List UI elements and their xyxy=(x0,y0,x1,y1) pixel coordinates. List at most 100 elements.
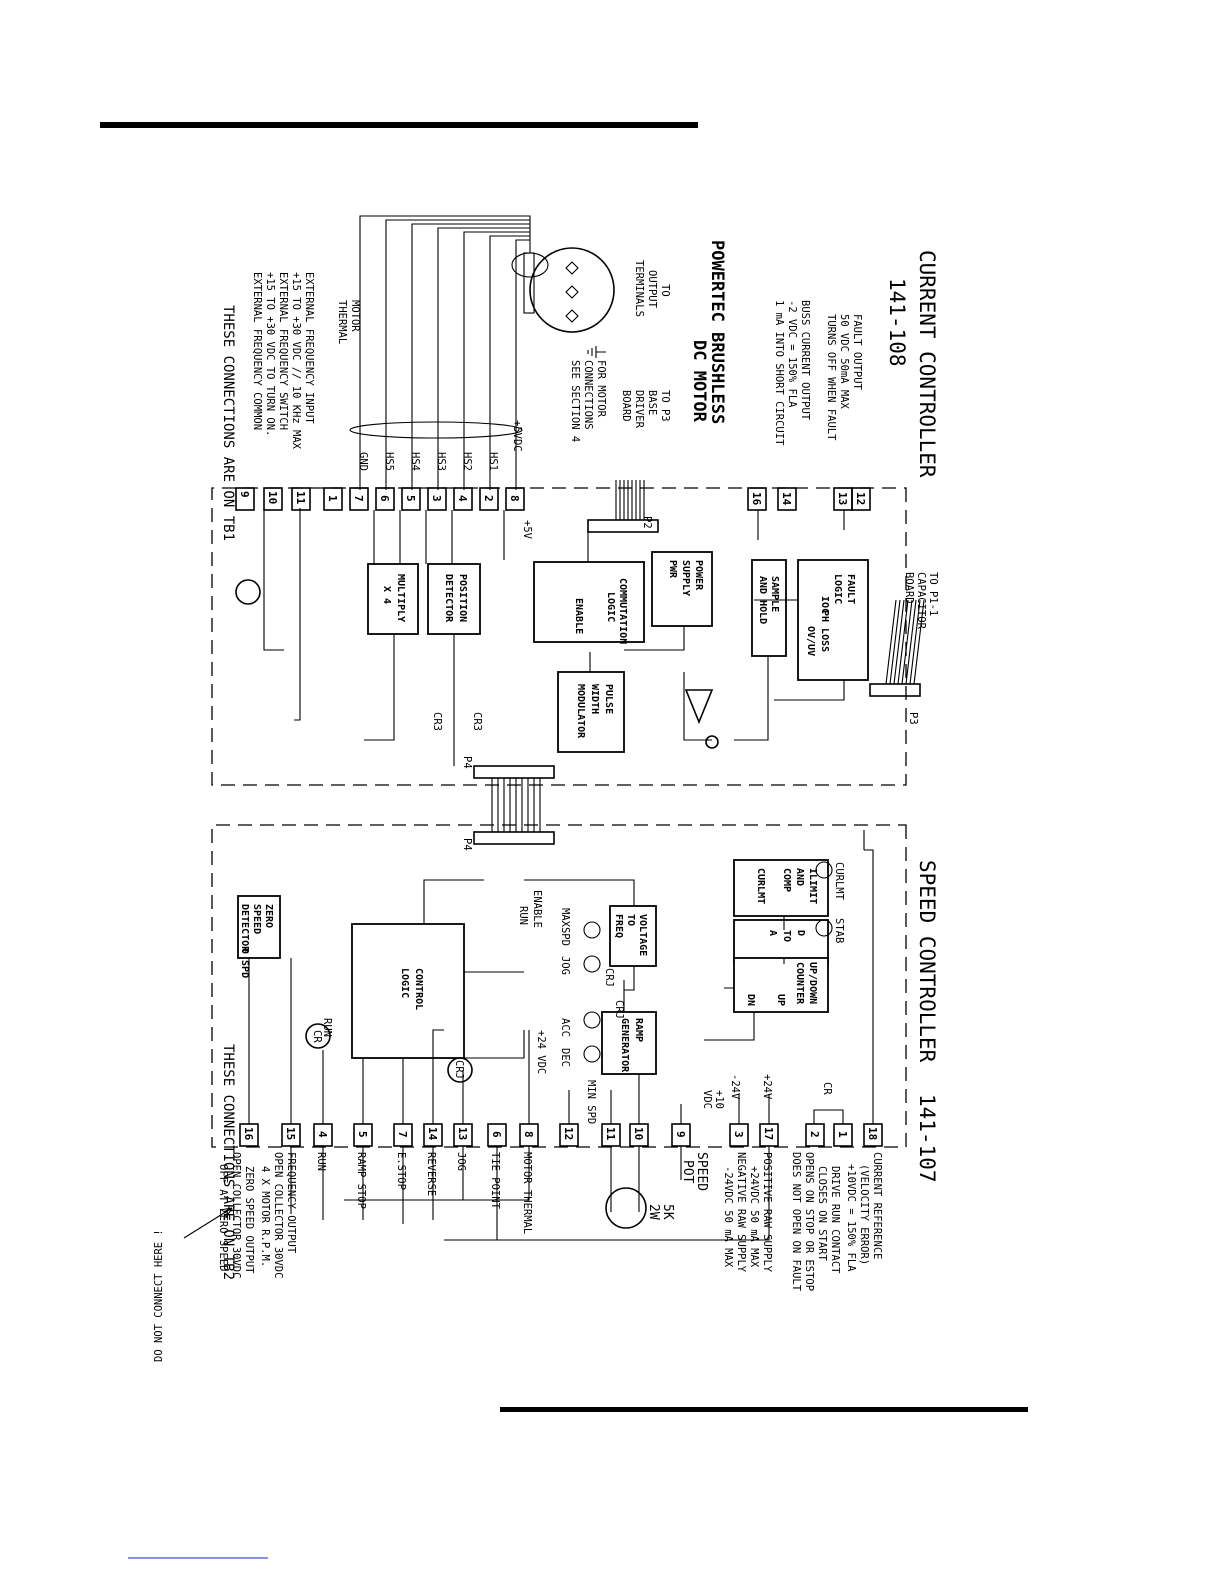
power-supply-l3: PWR xyxy=(667,560,678,579)
fault-output-line-3: TURNS OFF WHEN FAULT xyxy=(825,314,837,441)
vtof-block xyxy=(609,905,657,967)
estop-terminal: E.STOP xyxy=(395,1152,407,1190)
commutation-enable-block xyxy=(533,561,645,643)
motor-connections-line-1: FOR MOTOR xyxy=(595,360,607,418)
pos-raw-l2: +24VDC 50 mA MAX xyxy=(748,1166,760,1268)
multiply-l1: MULTIPLY xyxy=(395,574,406,622)
ilimit-l3: COMP xyxy=(781,868,792,892)
speed-pot-symbol xyxy=(605,1187,647,1229)
plus5v-label: +5V xyxy=(521,520,533,540)
ext-freq-line-2: +15 TO +30 VDC // 10 KHz MAX xyxy=(290,272,302,450)
drive-run-l1: DRIVE RUN CONTACT xyxy=(829,1166,841,1274)
motor-connections-line-2: CONNECTIONS xyxy=(582,360,594,430)
signal-hs3: HS3 xyxy=(435,452,447,471)
speed-pot-l4: 2W xyxy=(646,1204,661,1220)
tb2-pin-14: 14 xyxy=(426,1127,439,1141)
crj-coil xyxy=(447,1057,473,1083)
rail-vdc: VDC xyxy=(701,1090,713,1109)
tb2-pin-9: 9 xyxy=(674,1131,687,1138)
ilimit-l4: CURLMT xyxy=(755,868,766,904)
zero-l2: SPEED xyxy=(251,904,262,934)
pin-8: 8 xyxy=(508,495,521,502)
sample-hold-block xyxy=(751,559,787,657)
ilimit-block xyxy=(733,859,829,917)
drive-run-l2: CLOSES ON START xyxy=(816,1166,828,1262)
tb2-pin-6: 6 xyxy=(490,1131,503,1138)
to-p3-line-1: TO P3 xyxy=(659,390,671,422)
jog-terminal: JOG xyxy=(455,1152,467,1171)
trimpots xyxy=(583,861,833,1063)
top-rule xyxy=(100,122,698,128)
buss-current-line-3: 1 mA INTO SHORT CIRCUIT xyxy=(773,300,785,446)
tb2-pin-12: 12 xyxy=(562,1127,575,1140)
tb2-pin-4: 4 xyxy=(316,1131,329,1138)
current-controller-model: 141-108 xyxy=(885,278,909,367)
to-output-line-2: OUTPUT xyxy=(646,270,658,309)
cc-wiring xyxy=(263,508,845,766)
speed-controller-model: 141-107 xyxy=(915,1094,939,1183)
pin-4: 4 xyxy=(456,495,469,502)
tb2-pin-11: 11 xyxy=(604,1127,617,1141)
internal-enable: ENABLE xyxy=(531,890,543,928)
tb2-pin-10: 10 xyxy=(632,1127,645,1140)
tb2-pin-1: 1 xyxy=(836,1131,849,1138)
zero-l4: 0 SPD xyxy=(239,948,250,978)
ilimit-l1: ILIMIT xyxy=(807,868,818,904)
enable-label: ENABLE xyxy=(573,598,584,634)
pin-11: 11 xyxy=(294,491,307,505)
commutation-l1: COMMUTATION xyxy=(617,578,628,644)
tb2-pin-3: 3 xyxy=(732,1131,745,1138)
to-p3-line-3: DRIVER xyxy=(633,390,645,429)
p3-label: P3 xyxy=(907,712,919,725)
p4-connector-top xyxy=(473,765,555,779)
ext-freq-line-3: EXTERNAL FREQUENCY SWITCH xyxy=(277,272,289,430)
tb2-pin-13: 13 xyxy=(456,1127,469,1140)
current-controller-outline xyxy=(211,487,907,786)
p4-label-bottom: P4 xyxy=(461,838,473,851)
internal-crj-1: CRJ xyxy=(603,968,615,987)
rail-plus10: +10 xyxy=(713,1090,725,1109)
error-amplifier xyxy=(684,689,714,725)
updown-l1: UP/DOWN xyxy=(807,962,818,1004)
signal-gnd: GND xyxy=(357,452,369,471)
knob-dec: DEC xyxy=(559,1048,571,1067)
knob-minspd: MIN SPD xyxy=(585,1080,597,1124)
pwm-block xyxy=(557,671,625,753)
to-p3-line-2: BASE xyxy=(646,390,658,415)
to-output-line-1: TO xyxy=(659,284,671,297)
motor-connections-line-3: SEE SECTION 4 xyxy=(569,360,581,442)
pin-13: 13 xyxy=(836,492,849,505)
ramp-stop-terminal: RAMP STOP xyxy=(355,1152,367,1209)
ground-symbol xyxy=(587,346,606,358)
pin-14: 14 xyxy=(780,492,793,506)
signal-hs5: HS5 xyxy=(383,452,395,471)
crj-coil-label: CRJ xyxy=(453,1060,465,1079)
cr-coil xyxy=(305,1023,331,1049)
vtof-l2: TO xyxy=(625,914,636,926)
motor-brand: POWERTEC BRUSHLESS xyxy=(707,240,727,424)
pin-9: 9 xyxy=(238,491,251,498)
motor-symbol xyxy=(529,247,615,333)
tb2-pin-16: 16 xyxy=(242,1127,255,1141)
speed-controller-outline xyxy=(211,824,907,1148)
internal-crj-2: CRJ xyxy=(613,1000,625,1019)
ext-freq-line-1: EXTERNAL FREQUENCY INPUT xyxy=(303,272,315,424)
hall-shield xyxy=(349,421,523,439)
fault-logic-l1: FAULT xyxy=(845,574,856,604)
output-terminals xyxy=(565,261,579,323)
speed-pot-l2: POT xyxy=(680,1160,695,1184)
ilimit-l2: AND xyxy=(794,868,805,886)
tb2-pin-15: 15 xyxy=(284,1127,297,1140)
pos-raw-l1: POSITIVE RAW SUPPLY xyxy=(761,1152,773,1273)
motor-thermal-terminal: MOTOR THERMAL xyxy=(521,1152,533,1234)
pin-2: 2 xyxy=(482,495,495,502)
fault-logic-l2: LOGIC xyxy=(832,574,843,604)
rail-plus24: +24V xyxy=(761,1074,773,1100)
signal-5vdc: +5VDC xyxy=(511,420,523,452)
fault-output-line-2: 50 VDC 50mA MAX xyxy=(838,314,850,410)
fault-output-line-1: FAULT OUTPUT xyxy=(851,314,863,391)
multiply-block xyxy=(367,563,419,635)
p2-label: P2 xyxy=(641,516,653,529)
motor-thermal-line-1: MOTOR xyxy=(349,300,361,332)
pin-7: 7 xyxy=(352,495,365,502)
